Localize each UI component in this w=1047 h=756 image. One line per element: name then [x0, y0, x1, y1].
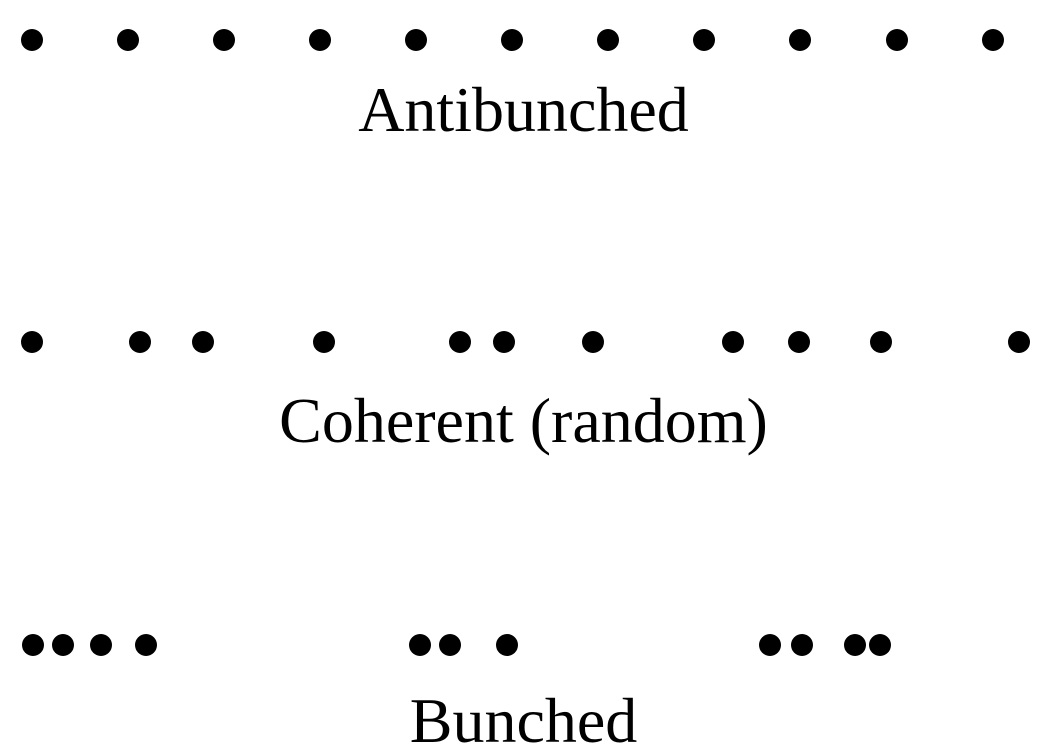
bunched-dot: [759, 634, 781, 656]
bunched-dot: [135, 634, 157, 656]
bunched-dot: [439, 634, 461, 656]
antibunched-dot: [309, 29, 331, 51]
coherent-dot: [788, 331, 810, 353]
bunched-dot: [844, 634, 866, 656]
bunched-label: Bunched: [409, 685, 638, 756]
antibunched-dot-row: [21, 29, 1004, 51]
antibunched-dot: [501, 29, 523, 51]
coherent-dot: [129, 331, 151, 353]
antibunched-dot: [597, 29, 619, 51]
bunched-dot: [90, 634, 112, 656]
coherent-dot: [449, 331, 471, 353]
antibunched-dot: [886, 29, 908, 51]
antibunched-dot: [405, 29, 427, 51]
coherent-dot: [722, 331, 744, 353]
coherent-dot: [313, 331, 335, 353]
antibunched-dot: [117, 29, 139, 51]
antibunched-dot: [213, 29, 235, 51]
coherent-dot: [582, 331, 604, 353]
bunched-dot: [409, 634, 431, 656]
coherent-random-label: Coherent (random): [279, 385, 768, 456]
bunched-dot: [22, 634, 44, 656]
bunched-dot: [791, 634, 813, 656]
coherent-dot-row: [21, 331, 1030, 353]
bunched-dot: [52, 634, 74, 656]
antibunched-dot: [693, 29, 715, 51]
bunched-dot: [869, 634, 891, 656]
antibunched-label: Antibunched: [358, 74, 689, 145]
coherent-dot: [870, 331, 892, 353]
antibunched-dot: [982, 29, 1004, 51]
antibunched-dot: [789, 29, 811, 51]
coherent-dot: [1008, 331, 1030, 353]
antibunched-dot: [21, 29, 43, 51]
bunched-dot: [496, 634, 518, 656]
coherent-dot: [21, 331, 43, 353]
coherent-dot: [493, 331, 515, 353]
coherent-dot: [192, 331, 214, 353]
bunched-dot-row: [22, 634, 891, 656]
